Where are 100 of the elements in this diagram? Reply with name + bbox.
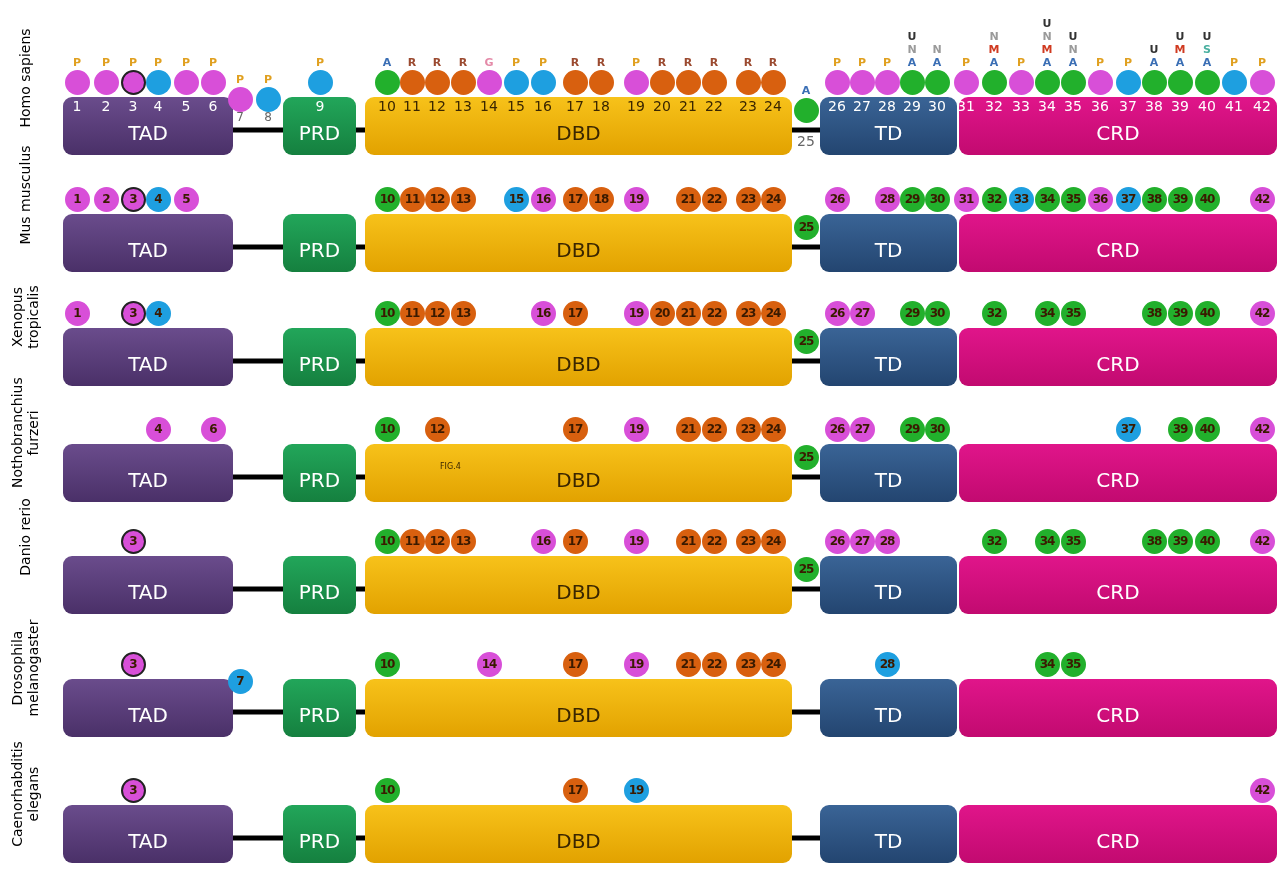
site-marker: 22: [701, 528, 727, 554]
modification-letter: P: [537, 56, 549, 69]
modification-letter: P: [262, 73, 274, 86]
modification-letter: P: [510, 56, 522, 69]
site-marker: 25: [793, 556, 819, 582]
domain-bar: TD: [820, 444, 957, 502]
linker-line: [356, 127, 365, 133]
site-number: 23: [738, 99, 758, 114]
site-number: 27: [852, 99, 872, 114]
site-marker: 22: [701, 300, 727, 326]
site-marker: 29: [899, 300, 925, 326]
site-number: 19: [626, 99, 646, 114]
site-marker: 30: [924, 186, 950, 212]
figure-note: FIG.4: [440, 462, 461, 471]
domain-bar: TD: [820, 328, 957, 386]
site-number: 9: [314, 99, 326, 114]
domain-bar: TD: [820, 214, 957, 272]
site-number: 13: [453, 99, 473, 114]
linker-line: [792, 586, 820, 592]
site-circle: [623, 69, 649, 95]
site-marker: 27: [849, 416, 875, 442]
site-marker: 38: [1141, 300, 1167, 326]
site-number: 29: [902, 99, 922, 114]
site-circle: [1008, 69, 1034, 95]
species-name: Nothobranchius furzeri: [9, 378, 41, 488]
site-circle: [424, 69, 450, 95]
modification-letter: P: [630, 56, 642, 69]
site-marker: 33: [1008, 186, 1034, 212]
site-marker: 22: [701, 651, 727, 677]
site-marker: 42: [1249, 416, 1275, 442]
linker-line: [233, 244, 283, 250]
site-marker: 3: [120, 300, 146, 326]
modification-letter: P: [856, 56, 868, 69]
site-number: 26: [827, 99, 847, 114]
site-marker: 13: [450, 300, 476, 326]
site-marker: 12: [424, 186, 450, 212]
site-marker: 28: [874, 186, 900, 212]
site-marker: 30: [924, 300, 950, 326]
site-circle: [450, 69, 476, 95]
modification-letter: P: [100, 56, 112, 69]
site-circle: [64, 69, 90, 95]
site-number: 6: [207, 99, 219, 114]
site-number: 32: [984, 99, 1004, 114]
site-marker: 22: [701, 186, 727, 212]
modification-letter: A: [381, 56, 393, 69]
modification-letter: P: [234, 73, 246, 86]
site-marker: 34: [1034, 186, 1060, 212]
modification-letter: N: [1041, 30, 1053, 43]
modification-letter: U: [1174, 30, 1186, 43]
linker-line: [356, 709, 365, 715]
modification-letter: N: [1067, 43, 1079, 56]
site-marker: 19: [623, 300, 649, 326]
linker-line: [233, 586, 283, 592]
site-marker: 32: [981, 528, 1007, 554]
modification-letter: M: [1173, 43, 1187, 56]
site-circle: [1034, 69, 1060, 95]
modification-letter: R: [595, 56, 607, 69]
site-marker: 10: [374, 651, 400, 677]
site-marker: 40: [1194, 186, 1220, 212]
domain-bar: TAD: [63, 328, 233, 386]
linker-line: [792, 358, 820, 364]
site-marker: 27: [849, 528, 875, 554]
site-number: 3: [127, 99, 139, 114]
linker-line: [792, 835, 820, 841]
site-marker: 37: [1115, 416, 1141, 442]
site-marker: 24: [760, 300, 786, 326]
modification-letter: M: [1040, 43, 1054, 56]
site-circle: [399, 69, 425, 95]
site-marker: 30: [924, 416, 950, 442]
site-marker: 17: [562, 416, 588, 442]
site-circle: [981, 69, 1007, 95]
site-marker: 35: [1060, 651, 1086, 677]
site-marker: 24: [760, 416, 786, 442]
site-marker: 42: [1249, 777, 1275, 803]
site-marker: 19: [623, 777, 649, 803]
species-name: Danio rerio: [17, 497, 33, 578]
site-circle: [307, 69, 333, 95]
site-marker: 21: [675, 416, 701, 442]
site-marker: 12: [424, 528, 450, 554]
site-marker: 37: [1115, 186, 1141, 212]
site-number: 38: [1144, 99, 1164, 114]
site-circle: [530, 69, 556, 95]
site-marker: 10: [374, 416, 400, 442]
site-marker: 12: [424, 416, 450, 442]
site-marker: 24: [760, 528, 786, 554]
site-circle: [1115, 69, 1141, 95]
site-marker: 27: [849, 300, 875, 326]
domain-bar: CRD: [959, 556, 1277, 614]
site-circle: [1194, 69, 1220, 95]
species-name: Drosophila melanogaster: [9, 618, 41, 719]
site-marker: 34: [1034, 528, 1060, 554]
species-name: Caenorhabditis elegans: [9, 740, 41, 849]
site-number: 24: [763, 99, 783, 114]
linker-line: [233, 835, 283, 841]
site-marker: 39: [1167, 416, 1193, 442]
domain-bar: DBD: [365, 805, 792, 863]
modification-letter: P: [960, 56, 972, 69]
site-number: 16: [533, 99, 553, 114]
modification-letter: P: [1015, 56, 1027, 69]
modification-letter: P: [1094, 56, 1106, 69]
